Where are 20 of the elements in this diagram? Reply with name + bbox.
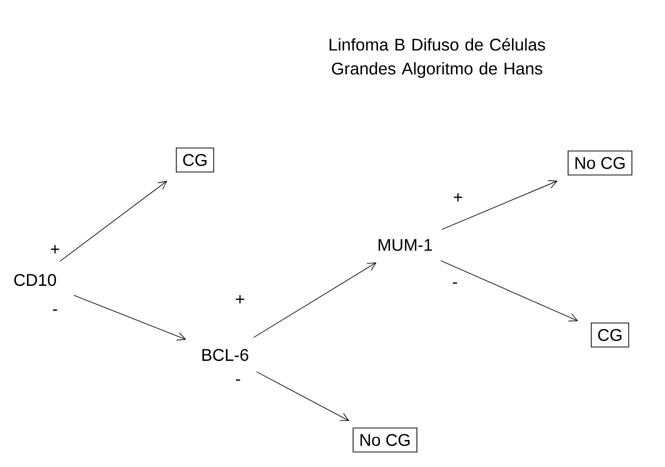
result-box: No CG <box>352 428 418 452</box>
arrow <box>59 180 168 262</box>
result-box: No CG <box>568 150 632 176</box>
arrow <box>256 371 350 422</box>
title: Linfoma B Difuso de Células Grandes Algoritmo de Hans <box>330 38 546 78</box>
result-box: CG <box>176 148 214 172</box>
edge-label: + <box>236 295 244 304</box>
arrow <box>74 294 186 340</box>
result-box: CG <box>590 322 630 348</box>
marker-label: CD10 <box>14 274 56 286</box>
edge-label: + <box>50 245 60 254</box>
arrow <box>440 260 578 322</box>
marker-label: BCL-6 <box>202 349 248 361</box>
arrow <box>442 180 558 230</box>
arrow <box>253 262 377 338</box>
edge-label: - <box>52 309 58 311</box>
edge-label: + <box>454 193 462 202</box>
marker-label: MUM-1 <box>378 239 432 251</box>
edge-label: - <box>236 379 240 381</box>
edge-label: - <box>452 282 458 284</box>
